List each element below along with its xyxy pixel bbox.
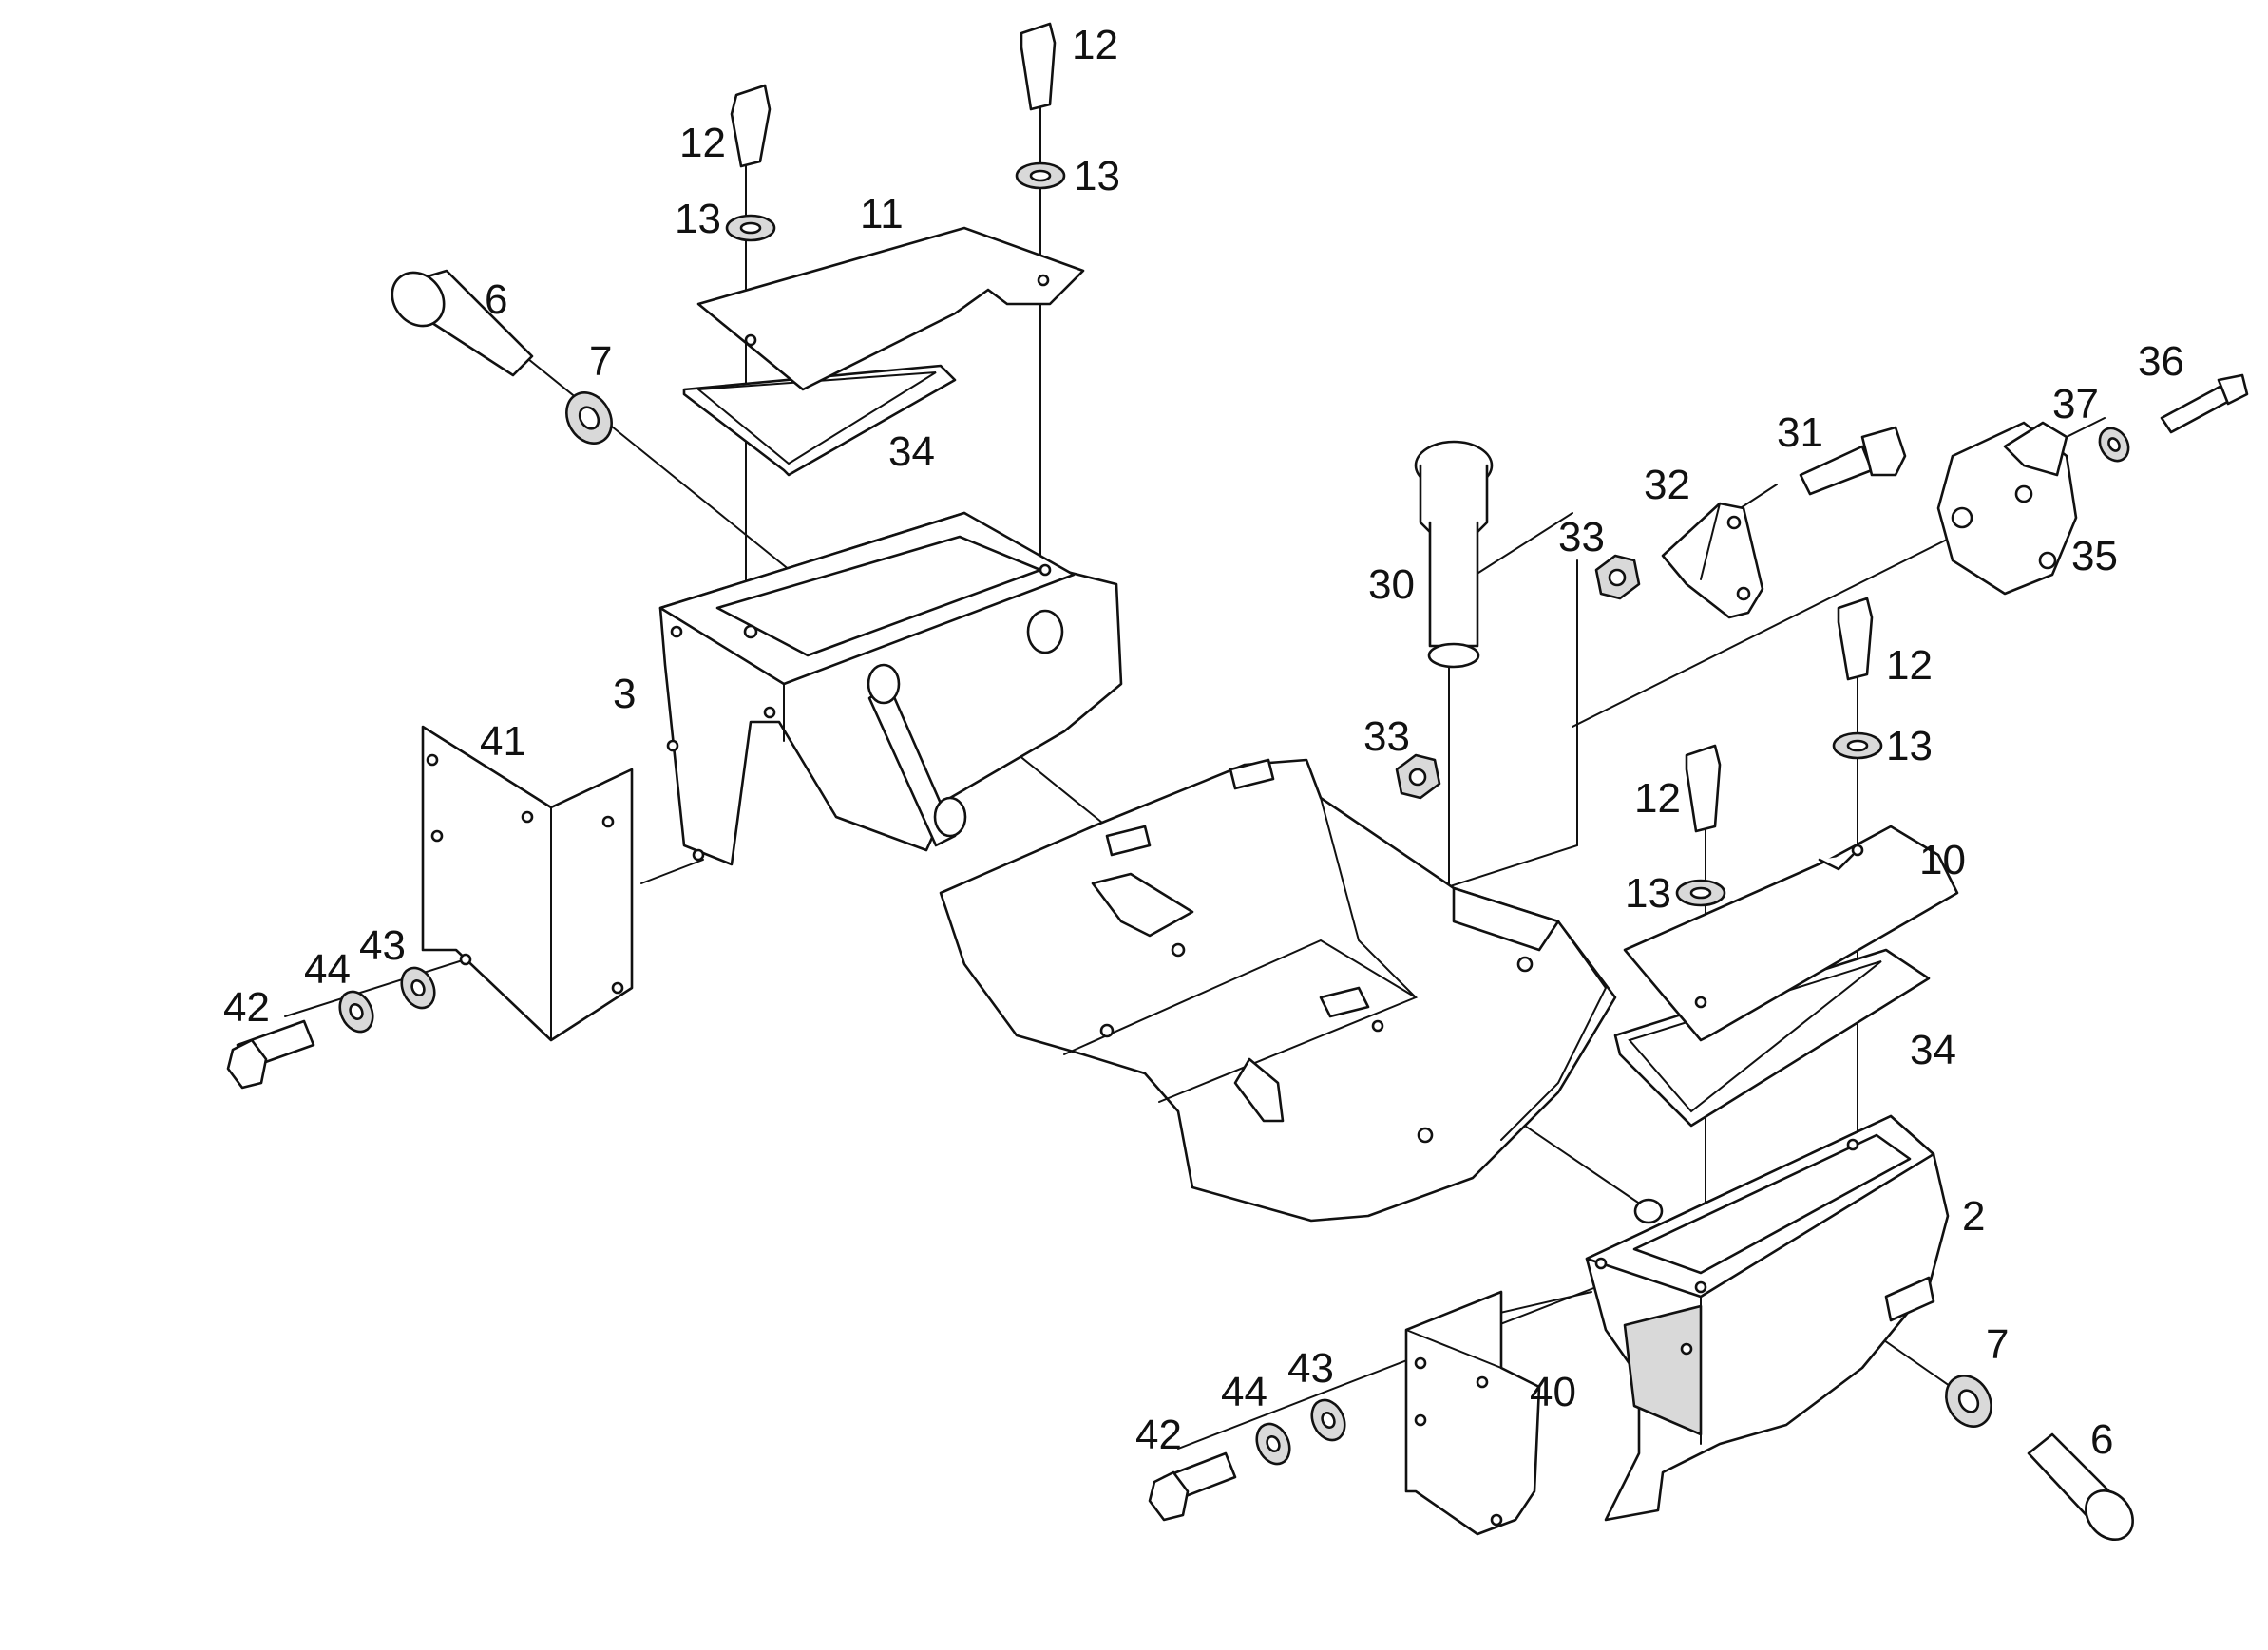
washer-43-right [1310,1398,1346,1442]
washer-37 [2098,427,2130,463]
callout-32: 32 [1644,462,1690,508]
callout-40: 40 [1530,1369,1576,1415]
bolt-6-upper [391,269,534,377]
upper-cover [696,226,1085,391]
washer-13-b [1015,161,1066,190]
callout-12-a: 12 [679,120,726,166]
washer-13-c [1832,731,1883,760]
callout-3: 3 [613,671,636,717]
cover-plate-40 [1404,1290,1541,1536]
callout-2: 2 [1962,1193,1985,1240]
cover-plate-41 [421,725,634,1042]
callout-34-lower: 34 [1910,1027,1956,1073]
callout-7-lower: 7 [1986,1321,2009,1368]
callout-34-upper: 34 [888,428,935,475]
washer-44-right [1255,1422,1291,1466]
callout-31: 31 [1777,409,1823,456]
callout-33-upper: 33 [1558,514,1605,560]
right-housing [1585,1114,1950,1522]
bracket-32 [1661,502,1764,619]
bolt-6-lower [2027,1432,2134,1541]
lower-cover [1623,825,1959,1042]
bolt-31 [1799,426,1907,496]
callout-42-left: 42 [223,984,270,1031]
callout-44-right: 44 [1221,1369,1267,1415]
callout-36: 36 [2138,338,2184,385]
left-housing [658,511,1123,866]
bolt-12-b [1020,22,1057,111]
bolt-12-c [1837,597,1874,681]
washer-13-d [1675,879,1726,907]
callout-42-right: 42 [1135,1412,1182,1458]
bolt-36 [2160,373,2249,434]
callout-13-b: 13 [1074,153,1120,199]
nut-33-center [1395,753,1441,800]
callout-13-d: 13 [1625,870,1671,917]
callout-33-center: 33 [1363,713,1410,760]
callout-43-left: 43 [359,922,406,969]
callout-41: 41 [480,718,526,765]
callout-6-lower: 6 [2090,1416,2113,1463]
callout-12-d: 12 [1634,775,1681,822]
callout-43-right: 43 [1287,1345,1334,1392]
callout-30: 30 [1368,561,1415,608]
callout-6-upper: 6 [485,276,507,323]
callout-13-c: 13 [1886,723,1933,769]
bolt-42-right [1148,1451,1237,1522]
callout-12-c: 12 [1886,642,1933,689]
bolt-12-a [730,84,772,168]
center-tray [939,758,1617,1223]
washer-13-a [725,214,776,242]
callout-7-upper: 7 [589,338,612,385]
callout-labels: 12 12 13 13 11 6 7 34 3 41 30 33 32 31 3… [223,22,2184,1463]
callout-35: 35 [2071,533,2118,579]
knob-30 [1414,440,1494,669]
nut-33-upper [1594,554,1641,600]
washer-7-lower [1945,1375,1992,1428]
washer-7-upper [565,391,613,445]
callout-10: 10 [1919,837,1966,883]
callout-13-a: 13 [675,196,721,242]
callout-12-b: 12 [1072,22,1118,68]
washer-43-left [400,966,436,1010]
bolt-12-d [1685,744,1722,833]
callout-37: 37 [2052,381,2099,427]
callout-44-left: 44 [304,946,351,993]
washer-44-left [338,990,374,1034]
bolt-42-left [226,1019,315,1090]
callout-11: 11 [860,191,904,237]
mount-plate-35 [1936,421,2078,596]
